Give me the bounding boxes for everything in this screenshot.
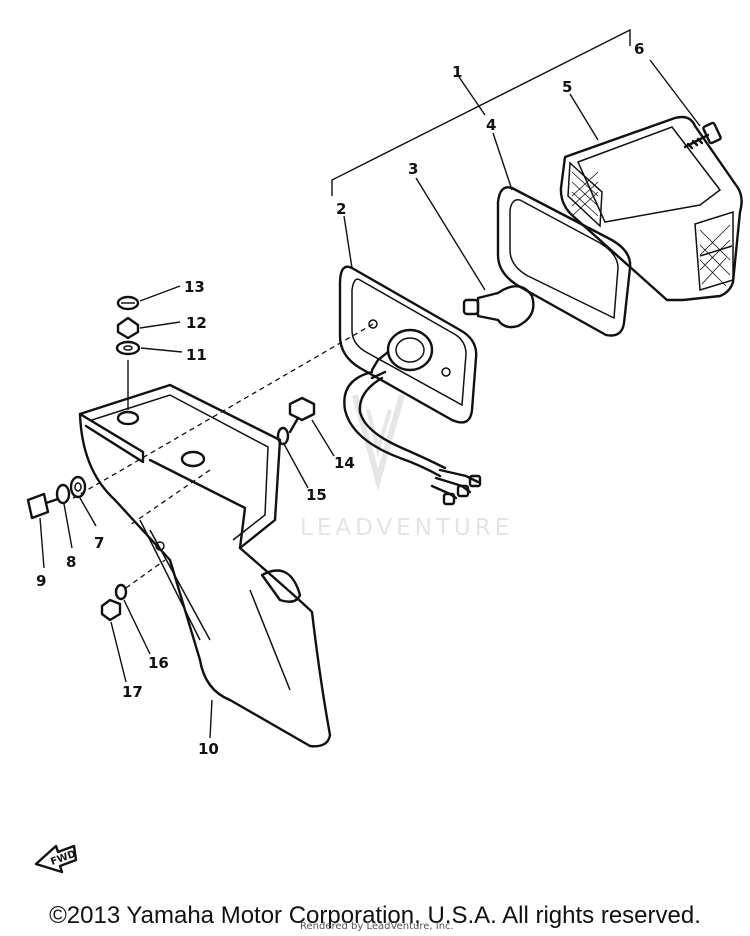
part-6-screw [683,121,722,150]
callout-16: 16 [148,654,169,672]
callout-13: 13 [184,278,205,296]
watermark-text: LEADVENTURE [300,515,513,541]
leader-lines [39,59,701,739]
callout-4: 4 [486,116,496,134]
part-10-bracket [78,383,332,748]
part-3-bulb [462,285,535,329]
callout-2: 2 [336,200,346,218]
part-4-gasket [496,186,632,337]
callout-15: 15 [306,486,327,504]
rendered-by-notice: Rendered by LeadVenture, Inc. [300,921,454,932]
callout-7: 7 [94,534,104,552]
callout-3: 3 [408,160,418,178]
callout-10: 10 [198,740,219,758]
callout-8: 8 [66,553,76,571]
callout-6: 6 [634,40,644,58]
watermark-logo: LEADVENTURE [300,394,513,541]
parts-7-8-9-fasteners [26,475,87,520]
callout-5: 5 [562,78,572,96]
part-2-lens-base [338,265,482,506]
parts-14-15-fasteners [276,396,316,446]
callout-9: 9 [36,572,46,590]
copyright-notice: ©2013 Yamaha Motor Corporation, U.S.A. A… [49,902,701,929]
parts-16-17-fasteners [100,559,166,622]
group-1-bracket [331,28,631,196]
callout-12: 12 [186,314,207,332]
callout-11: 11 [186,346,207,364]
fwd-arrow-icon: FWD [34,844,78,874]
callout-14: 14 [334,454,355,472]
part-5-lens-housing [559,115,743,302]
callout-1: 1 [452,63,462,81]
callout-17: 17 [122,683,143,701]
parts-11-12-13-fasteners [115,295,141,410]
